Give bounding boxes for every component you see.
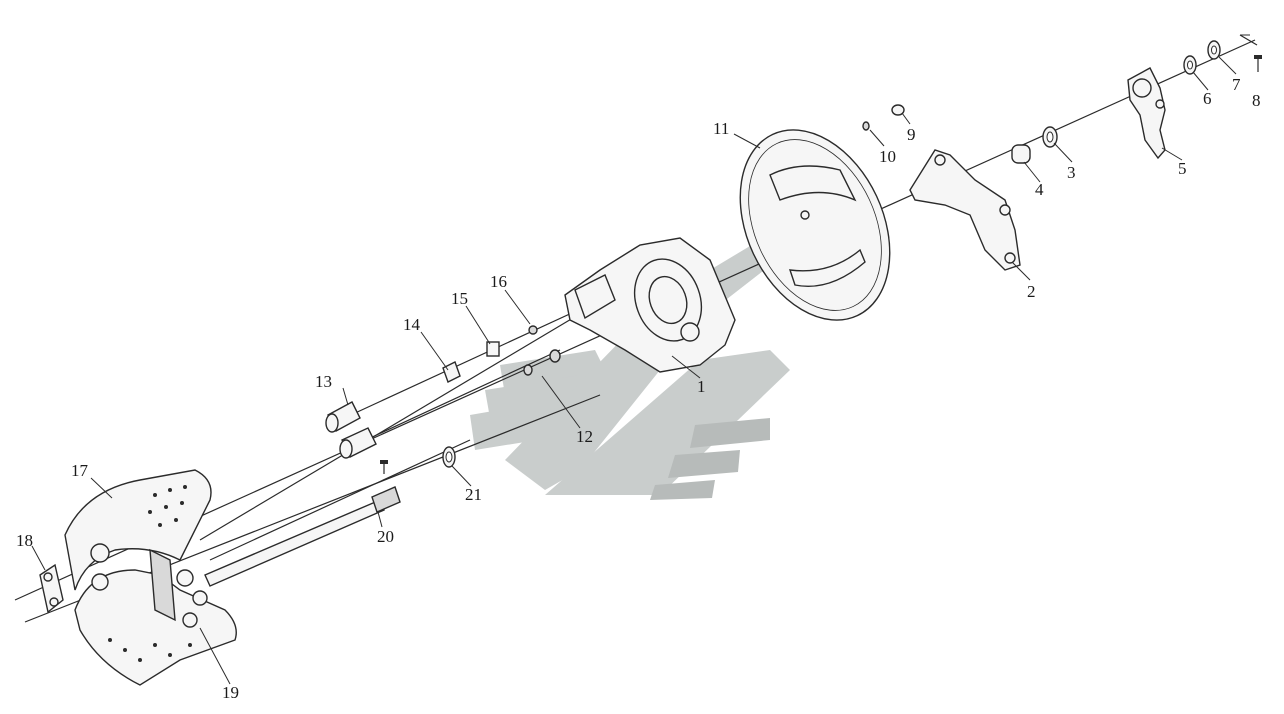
label-part-10: 10 [879,147,896,166]
label-part-19: 19 [222,683,239,702]
part-8-cotter-pin [1239,34,1262,72]
part-15-block [486,341,500,357]
label-part-6: 6 [1203,89,1212,108]
part-6-washer [1183,55,1197,75]
part-17-brake-shoe-assembly [64,469,237,686]
label-part-14: 14 [403,315,421,334]
part-7-washer [1207,40,1221,60]
part-13-anchor-pins [325,401,388,474]
leader-lines [31,34,1250,685]
part-9-bolt [891,104,905,116]
label-part-15: 15 [451,289,468,308]
part-10-washer [862,121,870,131]
part-2-camshaft-bracket [909,149,1021,271]
label-part-1: 1 [697,377,706,396]
label-part-17: 17 [71,461,89,480]
label-part-8: 8 [1252,91,1261,110]
label-part-7: 7 [1232,75,1241,94]
label-part-4: 4 [1035,180,1044,199]
part-18-link-plate [39,563,64,614]
label-part-9: 9 [907,125,916,144]
part-21-seal-ring [442,446,456,468]
label-part-2: 2 [1027,282,1036,301]
part-4-bushing [1011,144,1031,164]
part-20-camshaft [204,486,401,587]
label-part-16: 16 [490,272,507,291]
part-1-brake-spider [564,237,736,373]
part-5-slack-adjuster [1127,67,1166,160]
label-part-5: 5 [1178,159,1187,178]
label-part-21: 21 [465,485,482,504]
part-14-plate [442,361,461,383]
part-12-nuts [523,349,561,376]
label-part-13: 13 [315,372,332,391]
part-labels: 1 2 3 4 5 6 7 8 9 10 11 12 13 14 15 16 1… [16,75,1261,702]
label-part-11: 11 [713,119,729,138]
label-part-18: 18 [16,531,33,550]
label-part-3: 3 [1067,163,1076,182]
label-part-12: 12 [576,427,593,446]
part-3-washer [1042,126,1058,148]
label-part-20: 20 [377,527,394,546]
part-11-dust-shield [739,129,891,321]
part-16-fitting [528,325,538,335]
